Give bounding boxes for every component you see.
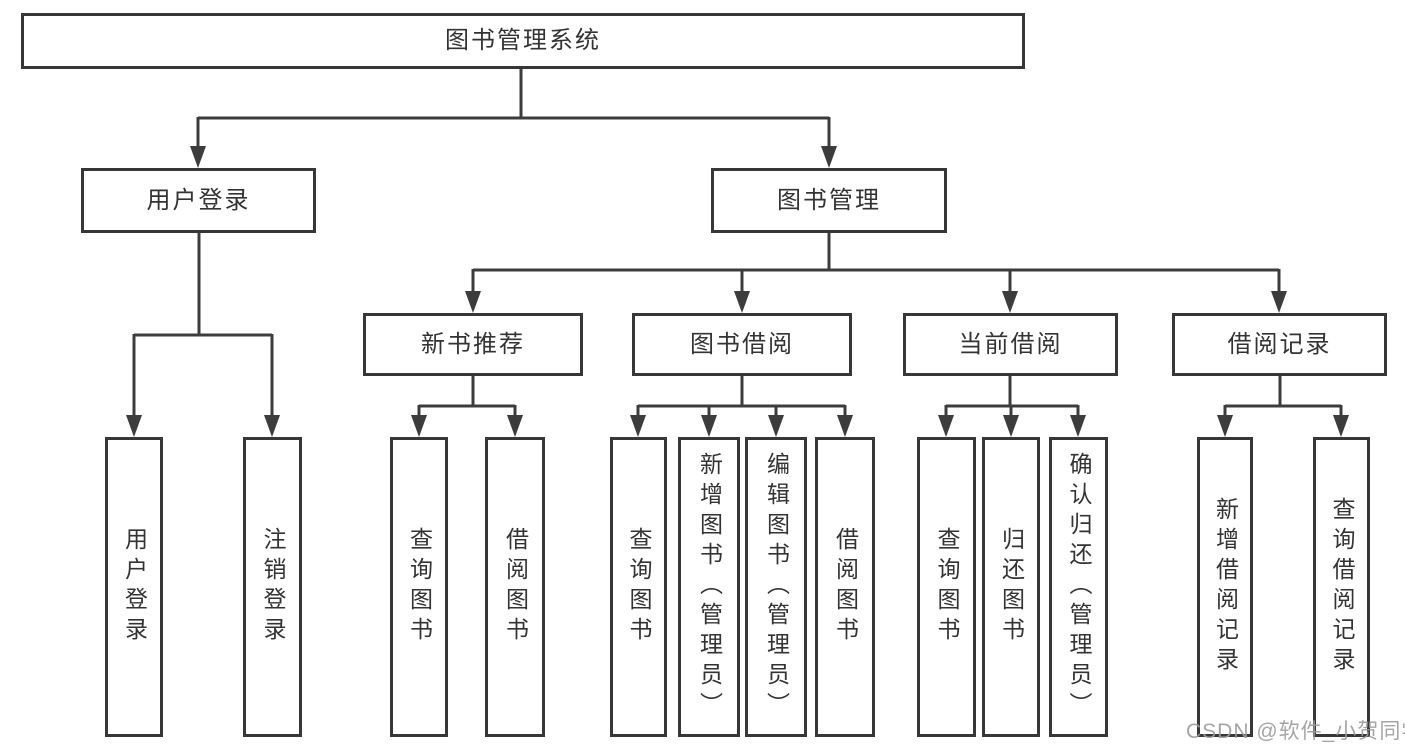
node-label: 归还图书 <box>998 527 1025 647</box>
csdn-watermark: CSDN @软件_小贺同学 <box>1186 720 1405 743</box>
leaf-confirm-return-admin: 确认归还（管理员） <box>1049 437 1108 737</box>
node-borrowing-records: 借阅记录 <box>1172 313 1387 376</box>
node-new-book-recommend: 新书推荐 <box>363 313 583 376</box>
node-label: 借阅图书 <box>832 527 859 647</box>
leaf-logout: 注销登录 <box>243 437 302 737</box>
node-label: 图书管理系统 <box>445 27 601 54</box>
node-label: 注销登录 <box>260 527 286 647</box>
leaf-add-books-admin: 新增图书（管理员） <box>678 437 740 737</box>
node-label: 用户登录 <box>121 527 148 647</box>
node-label: 图书借阅 <box>690 330 794 358</box>
leaf-user-login: 用户登录 <box>105 437 163 737</box>
leaf-query-books-recommend: 查询图书 <box>390 437 448 737</box>
leaf-edit-books-admin: 编辑图书（管理员） <box>745 437 807 737</box>
arrowheads <box>126 146 1349 437</box>
node-label: 图书管理 <box>777 186 881 214</box>
node-label: 新增图书（管理员） <box>696 452 723 722</box>
node-label: 查询借阅记录 <box>1329 497 1355 677</box>
node-current-borrowing: 当前借阅 <box>903 313 1118 376</box>
node-book-management-system: 图书管理系统 <box>21 13 1025 69</box>
node-label: 用户登录 <box>146 186 251 214</box>
leaf-query-books-borrowing: 查询图书 <box>610 437 667 737</box>
node-book-borrowing: 图书借阅 <box>632 313 852 376</box>
node-label: 借阅图书 <box>502 527 529 647</box>
node-label: 查询图书 <box>406 527 433 647</box>
node-label: 确认归还（管理员） <box>1066 452 1092 722</box>
node-label: 编辑图书（管理员） <box>763 452 790 722</box>
node-label: 新书推荐 <box>421 330 525 358</box>
leaf-query-borrow-record: 查询借阅记录 <box>1313 437 1370 737</box>
connector-paths <box>132 68 1343 418</box>
node-label: 当前借阅 <box>958 330 1063 358</box>
node-user-login: 用户登录 <box>81 168 316 233</box>
leaf-return-books: 归还图书 <box>982 437 1040 737</box>
node-label: 查询图书 <box>934 527 960 647</box>
leaf-borrow-books-recommend: 借阅图书 <box>485 437 545 737</box>
node-label: 借阅记录 <box>1227 330 1332 358</box>
node-label: 新增借阅记录 <box>1212 497 1239 677</box>
leaf-add-borrow-record: 新增借阅记录 <box>1197 437 1253 737</box>
node-label: 查询图书 <box>626 527 652 647</box>
node-book-management: 图书管理 <box>711 168 947 233</box>
leaf-borrow-books: 借阅图书 <box>815 437 875 737</box>
leaf-query-books-current: 查询图书 <box>917 437 976 737</box>
